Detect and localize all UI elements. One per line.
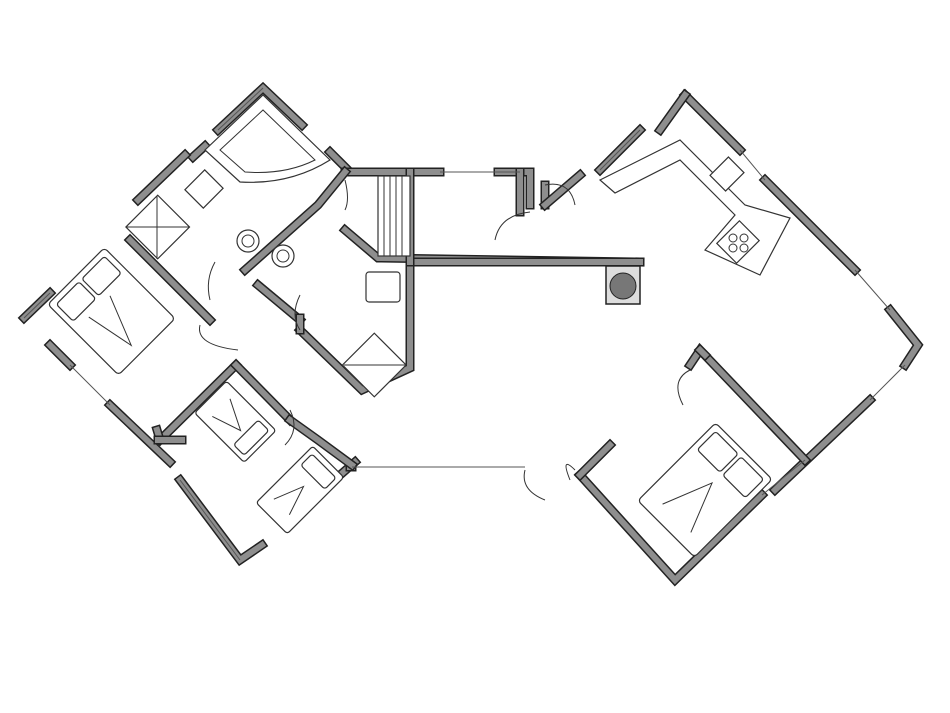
door-swing (544, 183, 576, 206)
toilet-2 (365, 271, 401, 303)
kitchen-sink (709, 156, 745, 192)
window (599, 129, 641, 171)
wall (45, 340, 75, 370)
staircase (377, 175, 411, 257)
sink-1-basin (241, 234, 255, 248)
single-bed-2 (256, 446, 344, 534)
door-swing (199, 324, 239, 351)
wall (188, 141, 210, 162)
sink-2 (271, 244, 295, 268)
hob-ring (728, 243, 738, 253)
corner-tub (204, 94, 331, 183)
window (69, 364, 111, 406)
door-swing (523, 469, 546, 501)
wall (575, 470, 767, 585)
wall (240, 167, 350, 275)
hob-ring (728, 233, 738, 243)
wall (575, 440, 615, 480)
kitchen-counter (598, 139, 791, 276)
corner-tub-inner (219, 109, 316, 173)
wall (133, 150, 190, 205)
door-swing (284, 409, 295, 446)
toilet (184, 169, 224, 209)
wall (540, 170, 585, 210)
wall (231, 360, 295, 425)
door-swing (344, 179, 348, 211)
wall (770, 395, 875, 495)
wall (760, 175, 860, 275)
window (217, 87, 264, 131)
double-bed-right (638, 423, 772, 557)
window (739, 149, 766, 181)
stove-icon (609, 272, 637, 300)
wall (655, 90, 690, 135)
door-swing (565, 463, 576, 481)
hob (715, 219, 761, 265)
window (854, 269, 891, 311)
wall (105, 400, 175, 467)
door-swing (494, 211, 531, 241)
fixtures (48, 94, 791, 557)
wall (493, 167, 535, 210)
door-swing (294, 294, 301, 331)
window (179, 479, 241, 561)
wall (155, 360, 241, 445)
door-swing (207, 261, 216, 301)
window (869, 364, 906, 401)
doors (199, 179, 691, 501)
wall (695, 345, 710, 360)
wall (253, 280, 305, 325)
hob-ring (739, 243, 749, 253)
double-bed-left (48, 248, 174, 374)
sink-2-basin (276, 249, 290, 263)
single-bed-1 (195, 381, 276, 462)
window (761, 459, 806, 496)
wall (285, 415, 357, 470)
sink-1 (236, 229, 260, 253)
window (23, 292, 51, 319)
door-swing (677, 369, 691, 406)
wall (495, 169, 533, 208)
hob-ring (739, 233, 749, 243)
wall (680, 90, 745, 155)
windows (23, 87, 906, 561)
wall (885, 305, 922, 370)
wall (125, 235, 215, 325)
